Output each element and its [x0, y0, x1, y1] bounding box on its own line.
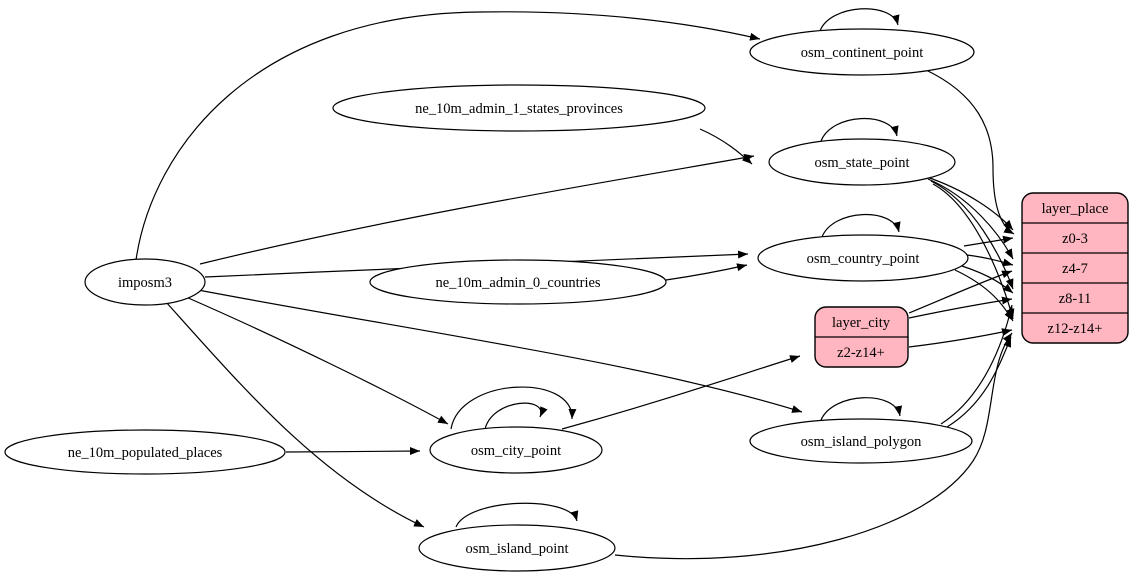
ne_10m_admin_0_countries-shape	[369, 259, 667, 305]
osm_continent_point-label: osm_continent_point	[801, 45, 923, 61]
node-osm_island_point: osm_island_point	[418, 524, 616, 572]
osm_island_polygon-shape	[749, 418, 973, 464]
osm_country_point-label: osm_country_point	[807, 251, 920, 267]
osm_state_point-label: osm_state_point	[814, 155, 909, 171]
layer_place-shape	[1021, 192, 1129, 344]
ne_10m_admin_1_states_provinces-label: ne_10m_admin_1_states_provinces	[415, 101, 623, 117]
node-layer_place: layer_place z0-3 z4-7 z8-11 z12-z14+	[1021, 192, 1129, 344]
edge-osm_state_point-layer_place-z4-7	[927, 178, 1014, 260]
edge-osm_country_point-layer_place-z0-3	[963, 235, 1014, 247]
node-layer_city: layer_city z2-z14+	[814, 306, 909, 368]
layer_place-row-z8-11: z8-11	[1059, 291, 1091, 307]
edge-layer_city-layer_place-z12-z14	[908, 328, 1013, 348]
edge-imposm3-osm_island_polygon	[197, 289, 803, 413]
edge-osm_country_point-layer_place-z8-11	[961, 265, 1014, 294]
layer_city-title: layer_city	[832, 315, 891, 331]
edge-osm_country_point-layer_place-z12-z14	[954, 269, 1014, 322]
edge-osm_city_point-layer_city-z2-z14	[561, 355, 801, 430]
edge-layer_city-layer_place-z4-7	[908, 270, 1013, 314]
edge-osm_island_polygon-layer_place-z8-11	[940, 304, 1014, 425]
edge-imposm3-osm_city_point	[185, 296, 449, 425]
osm_continent_point-shape	[749, 28, 975, 76]
layer_place-title: layer_place	[1042, 201, 1109, 217]
edge-imposm3-osm_island_point	[165, 301, 425, 528]
layer_city-row-z2-z14: z2-z14+	[837, 345, 885, 361]
layer_place-row-z0-3: z0-3	[1062, 231, 1088, 247]
node-osm_island_polygon: osm_island_polygon	[749, 418, 973, 464]
osm_country_point-shape	[757, 234, 969, 282]
edge-osm_country_point-layer_place-z4-7	[966, 254, 1014, 267]
ne_10m_admin_0_countries-label: ne_10m_admin_0_countries	[435, 275, 600, 291]
edge-ne_10m_admin_0_countries-osm_country_point	[665, 263, 748, 281]
self-loop-osm_continent_point	[819, 8, 900, 32]
ne_10m_populated_places-shape	[4, 429, 286, 475]
osm_island_point-shape	[418, 524, 616, 572]
imposm3-label: imposm3	[118, 275, 172, 291]
edge-ne_10m_admin_1_states_provinces-osm_state_point	[699, 128, 753, 165]
node-ne_10m_admin_1_states_provinces: ne_10m_admin_1_states_provinces	[332, 84, 706, 132]
self-loop-osm_island_point	[455, 502, 579, 528]
edge-layer_city-layer_place-z8-11	[908, 296, 1013, 319]
node-osm_continent_point: osm_continent_point	[749, 28, 975, 76]
ne_10m_populated_places-label: ne_10m_populated_places	[68, 445, 223, 461]
ne_10m_admin_1_states_provinces-shape	[332, 84, 706, 132]
osm_city_point-label: osm_city_point	[471, 443, 561, 459]
edge-imposm3-osm_state_point	[199, 153, 755, 265]
edge-imposm3-osm_continent_point	[135, 11, 761, 261]
self-loop-osm_city_point-outer	[450, 386, 577, 430]
osm_city_point-shape	[429, 426, 603, 474]
self-loop-osm_island_polygon	[820, 397, 903, 421]
edge-osm_island_point-layer_place-z12-z14	[614, 332, 1013, 560]
edge-osm_state_point-layer_place-z0-3	[923, 175, 1014, 231]
node-osm_country_point: osm_country_point	[757, 234, 969, 282]
self-loop-osm_country_point	[821, 213, 901, 238]
edge-layer	[135, 8, 1015, 560]
edge-osm_island_polygon-layer_place-z12-z14	[946, 336, 1012, 428]
edge-ne_10m_populated_places-osm_city_point	[285, 447, 421, 456]
edge-osm_continent_point-layer_place-z0-3	[925, 69, 1015, 235]
node-osm_city_point: osm_city_point	[429, 426, 603, 474]
node-ne_10m_populated_places: ne_10m_populated_places	[4, 429, 286, 475]
imposm3-shape	[84, 258, 206, 306]
osm_island_polygon-label: osm_island_polygon	[801, 434, 923, 450]
layer_place-row-z12-z14: z12-z14+	[1048, 321, 1103, 337]
osm_island_point-label: osm_island_point	[465, 541, 568, 557]
layer_place-row-z4-7: z4-7	[1062, 261, 1088, 277]
self-loop-osm_city_point-inner	[484, 402, 548, 430]
node-imposm3: imposm3	[84, 258, 206, 306]
self-loop-osm_state_point	[820, 117, 899, 142]
node-osm_state_point: osm_state_point	[768, 138, 956, 186]
osm_state_point-shape	[768, 138, 956, 186]
node-ne_10m_admin_0_countries: ne_10m_admin_0_countries	[369, 259, 667, 305]
